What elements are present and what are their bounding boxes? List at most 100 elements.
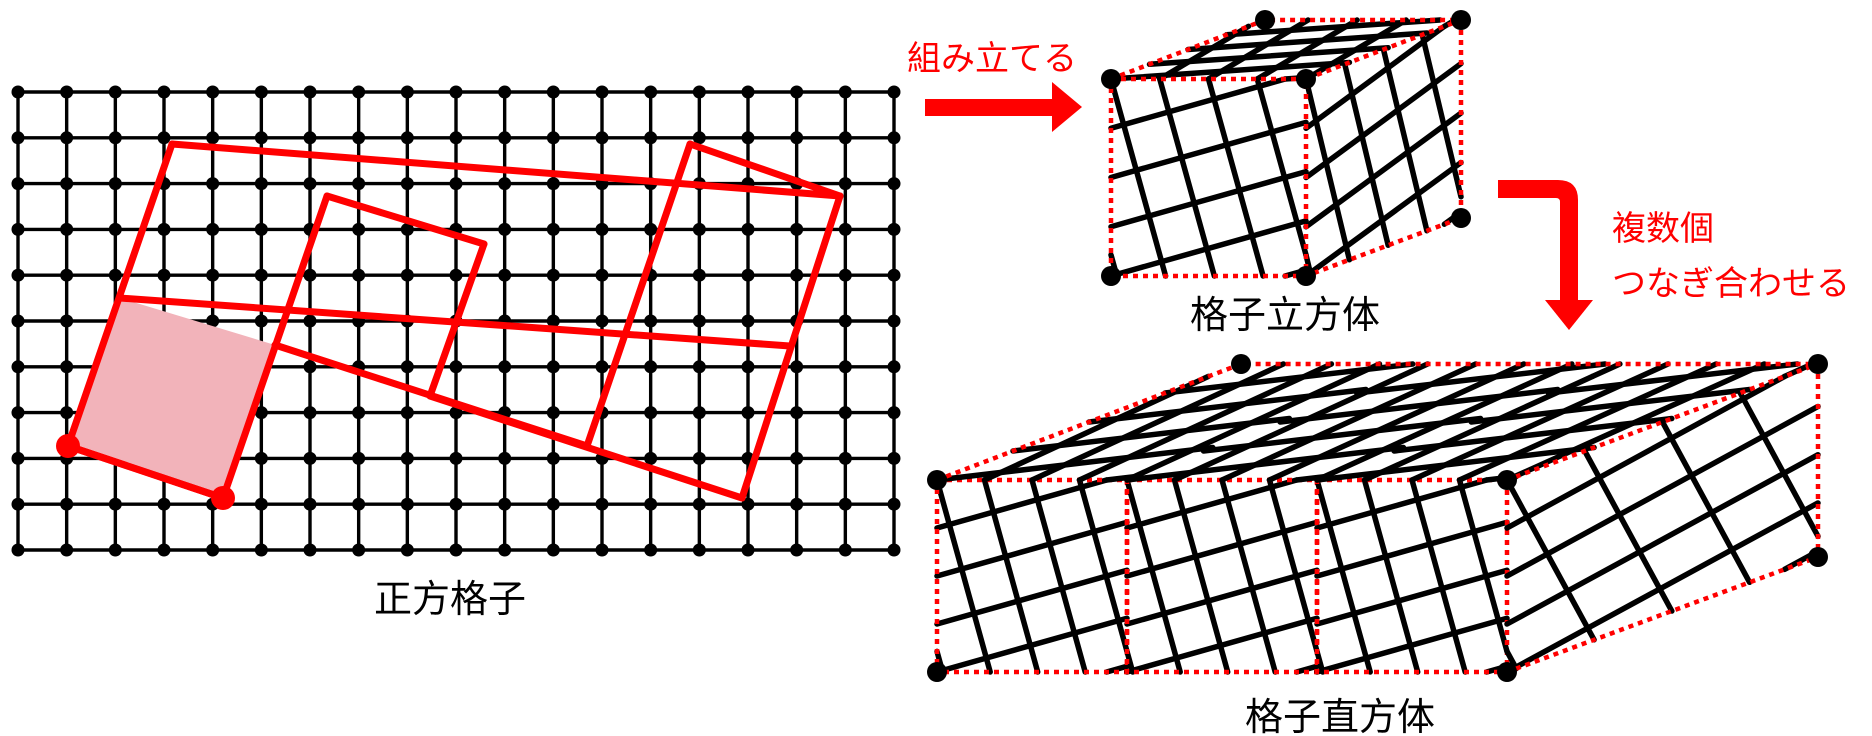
lattice-point [644,222,658,236]
lattice-point [741,131,755,145]
cube-top-lattice [1205,17,1311,82]
cube-top-lattice [1157,23,1252,82]
cube-front-lattice [1108,76,1288,131]
lattice-point [400,451,414,465]
cuboid-top-edges [936,361,1819,483]
lattice-point [887,222,901,236]
lattice-point [838,314,852,328]
cuboid-vertex [927,662,947,682]
cuboid-top-lattice [1076,361,1335,483]
lattice-point [254,131,268,145]
lattice-point [254,85,268,99]
lattice-point [11,85,25,99]
lattice-point [108,497,122,511]
cube-vertex [1451,10,1471,30]
lattice-point [887,177,901,191]
lattice-point [254,268,268,282]
lattice-point [595,360,609,374]
cuboid-front-lattice [1314,615,1510,675]
lattice-point [400,222,414,236]
lattice-point [11,543,25,557]
lattice-point [838,131,852,145]
lattice-point [498,222,512,236]
lattice-point [352,85,366,99]
lattice-point [157,543,171,557]
lattice-point [498,360,512,374]
cube-vertex [1296,69,1316,89]
lattice-point [692,314,706,328]
lattice-point [546,85,560,99]
cuboid-top-lattice [1124,444,1407,483]
cuboid-front-lattice [1409,477,1468,675]
lattice-cuboid [927,354,1828,682]
cube-vertex [1296,266,1316,286]
cuboid-top-lattice [1029,361,1287,483]
cuboid-side-lattice [1504,477,1597,643]
lattice-point [790,406,804,420]
lattice-point [644,131,658,145]
lattice-point [692,85,706,99]
lattice-point [644,85,658,99]
lattice-point [546,543,560,557]
lattice-point [303,543,317,557]
cuboid-top-lattice [1314,361,1575,483]
lattice-point [692,268,706,282]
cuboid-front-lattice [1124,567,1320,627]
lattice-point [206,131,220,145]
cube-front-lattice [1108,119,1309,181]
lattice-point [108,131,122,145]
lattice-point [546,360,560,374]
cube-front-lattice [1205,76,1266,279]
cuboid-top-lattice [1589,361,1623,380]
lattice-point [400,177,414,191]
cuboid-top-lattice [1219,361,1479,483]
cuboid-top-lattice [1456,361,1719,483]
lattice-point [254,177,268,191]
lattice-point [254,543,268,557]
cuboid-top-lattice [1277,386,1561,425]
lattice-point [157,85,171,99]
lattice-point [790,85,804,99]
lattice-point [887,543,901,557]
square-lattice-label: 正方格子 [374,577,526,621]
lattice-point [11,222,25,236]
lattice-point [400,497,414,511]
lattice-point [303,497,317,511]
lattice-point [303,314,317,328]
assemble-label: 組み立てる [907,39,1077,79]
lattice-point [887,406,901,420]
lattice-point [887,497,901,511]
lattice-point [400,85,414,99]
lattice-point [546,497,560,511]
lattice-point [352,177,366,191]
cuboid-side-lattice [1504,451,1821,627]
cuboid-vertex [1808,547,1828,567]
lattice-point [400,131,414,145]
lattice-point [838,406,852,420]
lattice-point [303,406,317,420]
lattice-point [790,268,804,282]
lattice-point [644,314,658,328]
lattice-point [644,497,658,511]
cube-net-outline [64,140,844,502]
lattice-point [644,406,658,420]
lattice-point [108,177,122,191]
cuboid-vertex [927,470,947,490]
cuboid-side-lattice [1504,500,1821,675]
lattice-point [741,406,755,420]
cube-vertex [1255,10,1275,30]
lattice-point [303,85,317,99]
cube-top-lattice [1303,17,1409,82]
lattice-point [352,451,366,465]
combine-label-line2: つなぎ合わせる [1612,264,1850,304]
lattice-point [838,177,852,191]
lattice-point [692,406,706,420]
cube-side-lattice [1303,110,1464,230]
cuboid-side-lattice [1504,373,1788,531]
lattice-point [157,268,171,282]
lattice-point [449,177,463,191]
cuboid-top-lattice [1397,361,1431,380]
lattice-point [546,177,560,191]
cuboid-front-lattice [1314,567,1510,627]
cuboid-side-lattice [1659,419,1753,586]
